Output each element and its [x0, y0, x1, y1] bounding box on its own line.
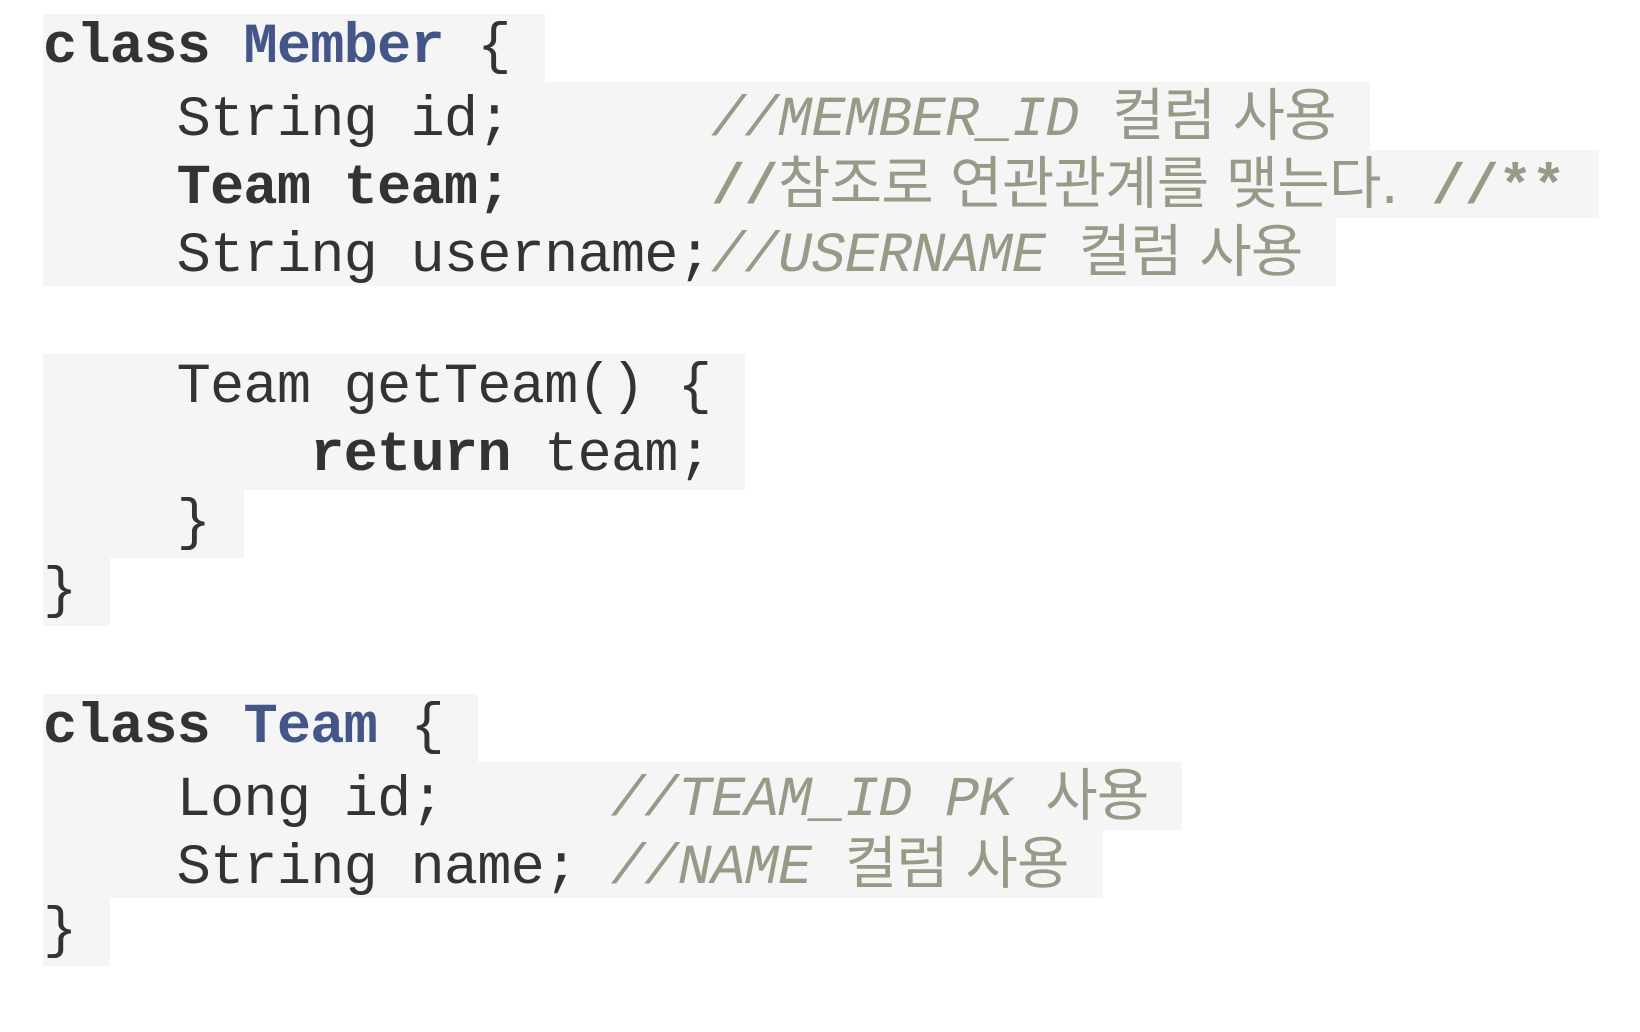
code-line: Team getTeam() { — [43, 354, 1599, 422]
code-line-highlight: } — [43, 558, 111, 626]
code-line: Long id; //TEAM_ID PK 사용 — [43, 762, 1599, 833]
code-indent — [43, 769, 177, 833]
code-indent — [43, 492, 177, 556]
code-indent — [43, 837, 177, 901]
code-comment: //** — [1397, 157, 1565, 221]
code-token: } — [176, 492, 211, 556]
code-indent — [43, 225, 177, 289]
code-token: Member — [243, 16, 444, 80]
code-line: String id; //MEMBER_ID 컬럼 사용 — [43, 82, 1599, 153]
code-line-highlight: String id; //MEMBER_ID 컬럼 사용 — [43, 82, 1370, 153]
code-token: String id; — [176, 89, 712, 153]
code-token: { — [443, 16, 511, 80]
code-line-highlight: } — [43, 490, 245, 558]
code-indent — [43, 89, 177, 153]
code-comment: 참조로 연관관계를 맺는다. — [777, 151, 1399, 217]
code-comment: 컬럼 사용 — [1112, 83, 1337, 149]
code-line-highlight: class Member { — [43, 14, 545, 82]
code-line-highlight: Team team; //참조로 연관관계를 맺는다. //** — [43, 150, 1599, 221]
code-token: } — [43, 900, 77, 964]
code-line-highlight: return team; — [43, 422, 746, 490]
code-token: { — [377, 696, 444, 760]
code-token: String username; — [176, 225, 712, 289]
code-comment: 사용 — [1045, 763, 1149, 829]
code-blank-line — [43, 626, 1599, 694]
code-token: Team team; — [176, 157, 712, 221]
code-line: String name; //NAME 컬럼 사용 — [43, 830, 1599, 901]
code-indent — [43, 157, 177, 221]
code-line-highlight: String name; //NAME 컬럼 사용 — [43, 830, 1103, 901]
code-comment: 컬럼 사용 — [844, 831, 1070, 897]
code-token: class — [43, 16, 244, 80]
code-line-highlight: Long id; //TEAM_ID PK 사용 — [43, 762, 1183, 833]
code-line-highlight: Team getTeam() { — [43, 354, 746, 422]
code-line: String username;//USERNAME 컬럼 사용 — [43, 218, 1599, 289]
code-line: } — [43, 898, 1599, 966]
code-token: return — [310, 424, 511, 488]
code-token: } — [43, 560, 77, 624]
code-line: Team team; //참조로 연관관계를 맺는다. //** — [43, 150, 1599, 221]
code-token: class — [43, 696, 244, 760]
code-token: Long id; — [176, 769, 611, 833]
code-line: class Team { — [43, 694, 1599, 762]
code-token: team; — [510, 424, 712, 488]
code-line-highlight: class Team { — [43, 694, 478, 762]
code-block: class Member { String id; //MEMBER_ID 컬럼… — [43, 14, 1599, 966]
code-token: Team — [243, 696, 378, 760]
code-line: } — [43, 558, 1599, 626]
code-line: return team; — [43, 422, 1599, 490]
code-blank-line — [43, 286, 1599, 354]
code-line-highlight: } — [43, 898, 111, 966]
code-indent — [43, 424, 310, 488]
code-token: Team getTeam() { — [176, 356, 712, 420]
code-indent — [43, 356, 177, 420]
code-line: } — [43, 490, 1599, 558]
code-comment: //USERNAME — [711, 225, 1079, 289]
code-comment: //MEMBER_ID — [711, 89, 1112, 153]
code-token: String name; — [176, 837, 611, 901]
code-comment: 컬럼 사용 — [1078, 219, 1304, 285]
code-comment: //NAME — [610, 837, 845, 901]
code-line-highlight: String username;//USERNAME 컬럼 사용 — [43, 218, 1337, 289]
code-line: class Member { — [43, 14, 1599, 82]
code-comment: // — [711, 157, 779, 221]
code-comment: //TEAM_ID PK — [610, 769, 1046, 833]
